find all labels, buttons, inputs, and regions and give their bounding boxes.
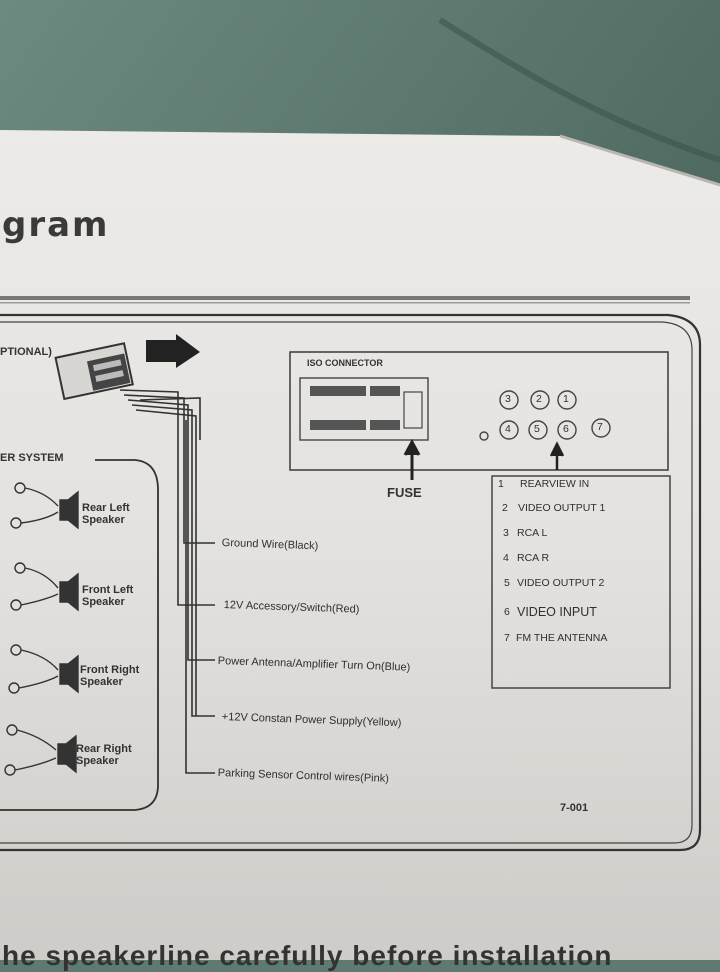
harness-wires: [119, 389, 215, 774]
pin-number-4: 4: [505, 423, 511, 435]
legend-num-1: 1: [498, 478, 504, 490]
speaker-label-rear-left: Rear Left Speaker: [82, 502, 130, 526]
iso-connector-label: ISO CONNECTOR: [307, 358, 383, 368]
page-code: 7-001: [560, 802, 589, 814]
pin-arrow-icon: [549, 441, 565, 470]
legend-text-5: VIDEO OUTPUT 2: [517, 577, 605, 589]
optional-label: PTIONAL): [0, 346, 52, 358]
legend-num-3: 3: [503, 527, 509, 539]
legend-text-2: VIDEO OUTPUT 1: [518, 502, 606, 514]
speaker-label-rear-right: Rear Right Speaker: [76, 743, 132, 767]
speaker-system-bracket: [0, 459, 159, 811]
iso-socket: [299, 377, 429, 441]
harness-connector: [54, 342, 134, 401]
iso-connector-box: [289, 351, 669, 471]
legend-text-4: RCA R: [517, 552, 550, 564]
bottom-instruction-text: he speakerline carefully before installa…: [2, 940, 613, 971]
legend-num-4: 4: [503, 552, 509, 564]
fuse-arrow-icon: [403, 438, 421, 480]
speaker-rear-right: [4, 724, 77, 776]
legend-text-6: VIDEO INPUT: [517, 605, 597, 619]
heading-rule-thin: [0, 302, 690, 304]
page-edge-shadow: [559, 134, 720, 187]
legend-num-7: 7: [504, 632, 510, 644]
speaker-system-label: ER SYSTEM: [0, 452, 64, 464]
speaker-front-right: [8, 644, 79, 694]
speaker-front-left: [10, 562, 79, 612]
legend-num-5: 5: [504, 577, 510, 589]
diagram-frame-inner: [0, 321, 693, 844]
speaker-rear-left: [10, 482, 79, 530]
legend-text-3: RCA L: [517, 527, 548, 539]
pin-number-7: 7: [597, 421, 603, 433]
iso-pins: [310, 386, 423, 430]
pin-number-3: 3: [505, 393, 511, 405]
arrow-right-icon: [146, 334, 200, 368]
legend-text-7: FM THE ANTENNA: [516, 632, 608, 644]
pin-number-2: 2: [536, 393, 542, 405]
pin-legend-box: [491, 475, 671, 689]
pin-number-1: 1: [563, 393, 569, 405]
pin-circles: [479, 390, 611, 441]
page-heading: gram: [2, 205, 110, 245]
heading-rule: [0, 296, 690, 300]
paper-page: [0, 130, 720, 960]
fuse-label: FUSE: [387, 485, 422, 500]
legend-num-2: 2: [502, 502, 508, 514]
speaker-label-front-right: Front Right Speaker: [80, 664, 140, 688]
diagram-frame-outer: [0, 313, 702, 852]
speaker-label-front-left: Front Left Speaker: [82, 584, 134, 608]
pin-number-6: 6: [563, 423, 569, 435]
pin-number-5: 5: [534, 423, 540, 435]
legend-num-6: 6: [504, 606, 510, 618]
legend-text-1: REARVIEW IN: [520, 478, 590, 490]
cloth-fold: [438, 17, 720, 163]
